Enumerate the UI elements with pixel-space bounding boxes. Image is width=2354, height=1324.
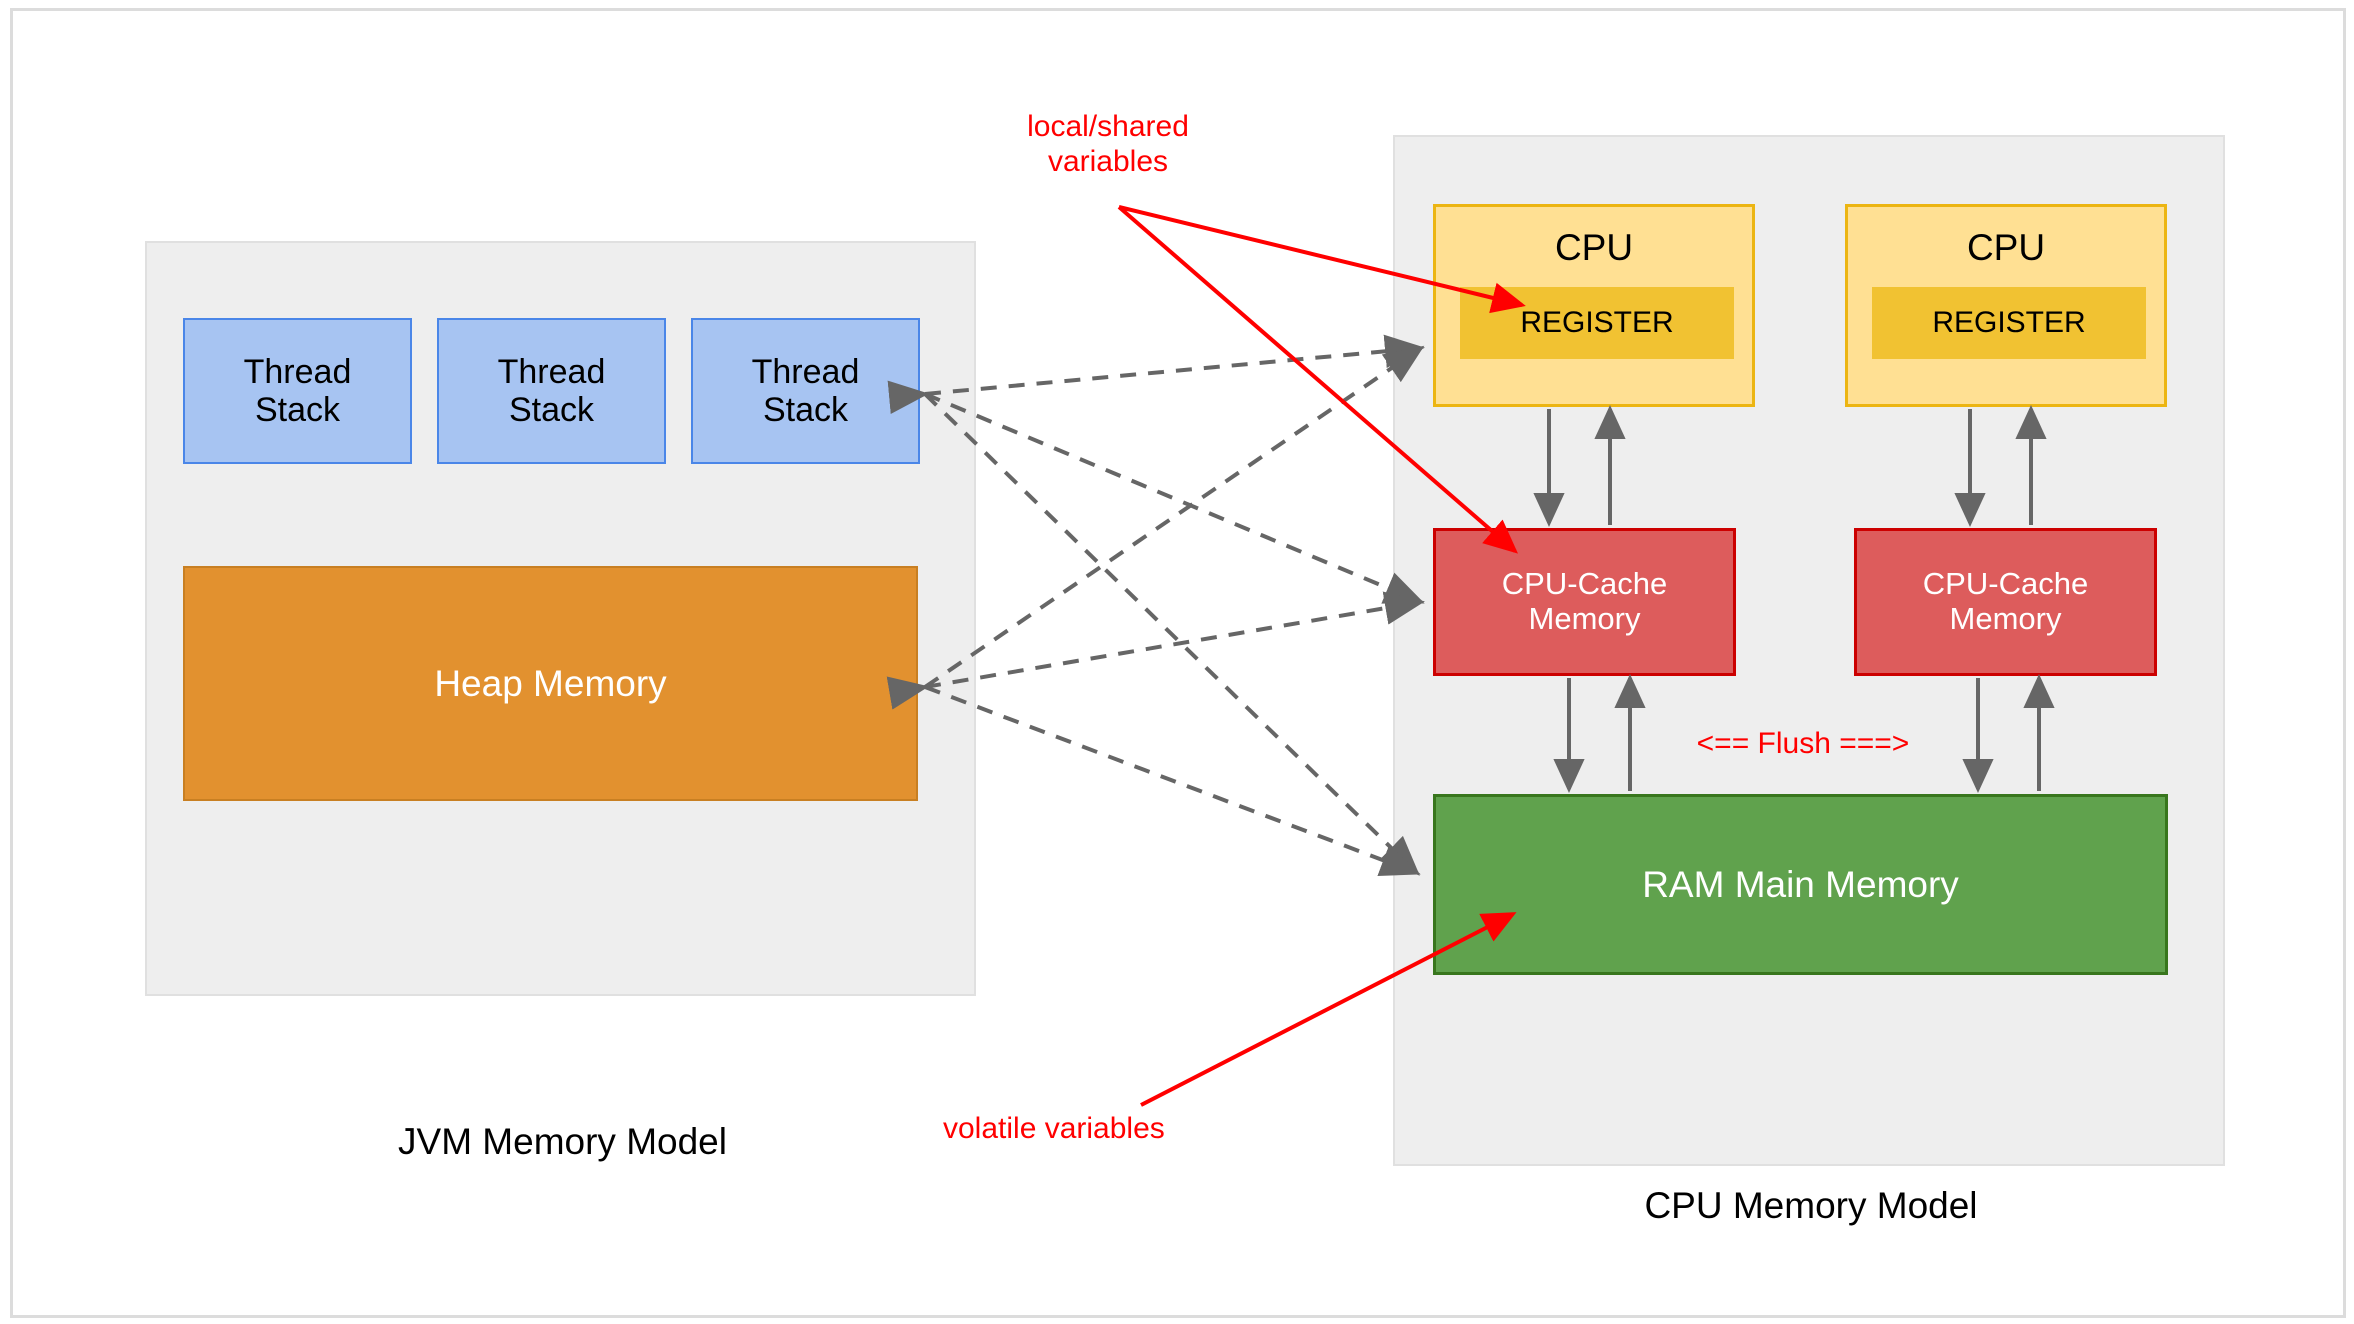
dashed-wire-heap-ram <box>924 685 1421 876</box>
cpu-label: CPU <box>1554 227 1634 268</box>
dashed-wire-threadstack-ram <box>923 392 1420 876</box>
local-shared-variables-annotation: local/shared variables <box>1027 110 1189 179</box>
thread-stack-box[interactable]: Thread Stack <box>691 318 920 464</box>
ram-main-memory-box[interactable]: RAM Main Memory <box>1433 794 2168 975</box>
dashed-wire-threadstack-register <box>887 334 1425 415</box>
register-box[interactable]: REGISTER <box>1460 287 1734 359</box>
thread-stack-box[interactable]: Thread Stack <box>437 318 666 464</box>
dashed-wire-heap-cache <box>886 591 1425 710</box>
jvm-panel-title: JVM Memory Model <box>398 1121 727 1162</box>
cpu-box[interactable]: CPU REGISTER <box>1433 204 1755 407</box>
cpu-cache-memory-box[interactable]: CPU-Cache Memory <box>1433 528 1736 676</box>
flush-label: <== Flush ===> <box>1696 727 1910 760</box>
register-box[interactable]: REGISTER <box>1872 287 2146 359</box>
cpu-box[interactable]: CPU REGISTER <box>1845 204 2167 407</box>
heap-memory-box[interactable]: Heap Memory <box>183 566 918 801</box>
dashed-wire-threadstack-cache <box>924 392 1425 604</box>
outer-frame: JVM Memory Model Thread Stack Thread Sta… <box>10 8 2346 1318</box>
cpu-cache-memory-box[interactable]: CPU-Cache Memory <box>1854 528 2157 676</box>
cpu-label: CPU <box>1966 227 2046 268</box>
dashed-wire-heap-register <box>923 345 1425 689</box>
thread-stack-box[interactable]: Thread Stack <box>183 318 412 464</box>
cpu-panel-title: CPU Memory Model <box>1644 1185 1978 1226</box>
volatile-variables-annotation: volatile variables <box>943 1112 1165 1145</box>
